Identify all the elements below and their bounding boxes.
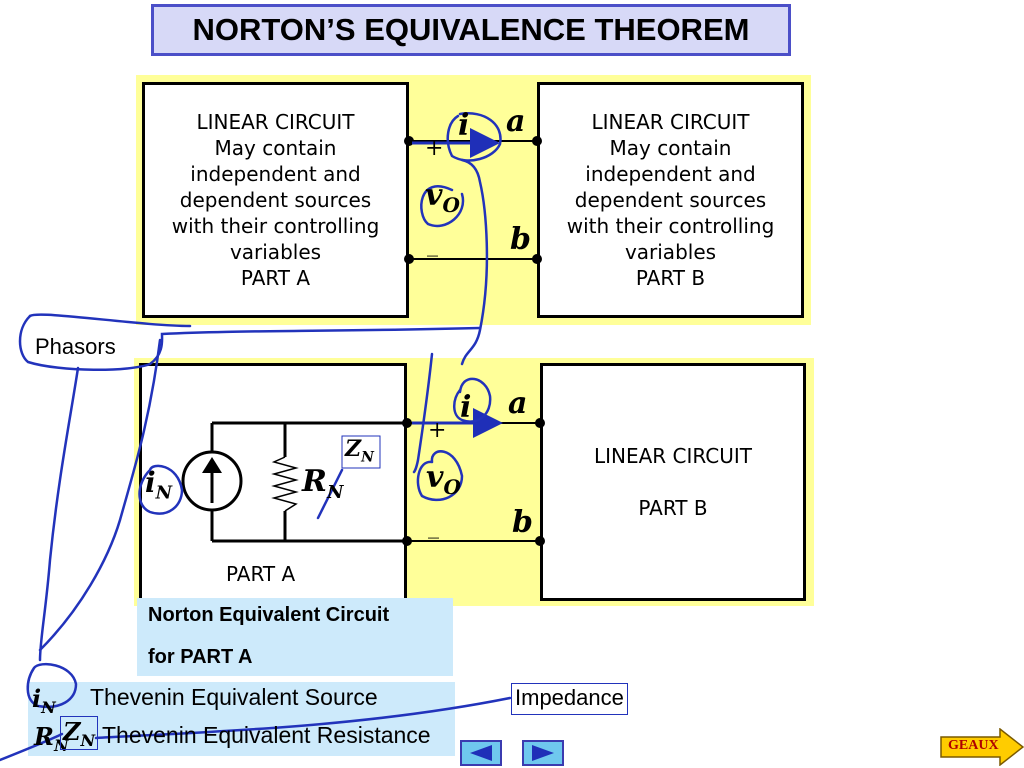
top-part-a-line: variables <box>229 240 322 264</box>
bottom-plus-sign: + <box>428 418 447 443</box>
ink-loop <box>412 352 434 474</box>
norton-resistor-subscript: N <box>326 482 344 503</box>
caption-line: for PART A <box>148 646 253 668</box>
top-part-b-line: PART B <box>635 266 706 290</box>
norton-resistor-label: RN <box>302 464 343 503</box>
legend-source-text: Thevenin Equivalent Source <box>90 684 378 710</box>
ink-line <box>0 732 64 762</box>
geaux-button[interactable]: GEAUX <box>940 728 1024 766</box>
resistor-icon <box>271 456 299 512</box>
top-node <box>404 254 414 264</box>
bottom-node <box>535 418 545 428</box>
legend-resistance-symbol: RN <box>34 722 69 755</box>
top-part-a-line: PART A <box>240 266 311 290</box>
previous-slide-button[interactable] <box>460 740 502 766</box>
bottom-terminal-a: a <box>508 386 528 421</box>
legend-source-subscript: N <box>41 697 56 717</box>
current-source-arrowhead <box>202 457 222 473</box>
ink-line <box>38 366 80 662</box>
ink-loop <box>446 112 502 162</box>
top-part-a-box: LINEAR CIRCUIT May contain independent a… <box>142 82 409 318</box>
top-terminal-a: a <box>506 104 526 139</box>
impedance-label-box <box>341 435 381 469</box>
norton-impedance-label: ZN <box>345 436 374 465</box>
bottom-part-b-line: PART B <box>638 496 708 520</box>
bottom-voltage-label: vO <box>426 460 461 499</box>
caption-line: Norton Equivalent Circuit <box>148 604 390 626</box>
norton-impedance-subscript: N <box>361 449 374 466</box>
top-terminal-b: b <box>510 222 531 257</box>
arrow-right-icon <box>940 728 1024 766</box>
bottom-part-a-label: PART A <box>226 562 296 586</box>
top-part-a-line: independent and <box>190 162 361 186</box>
bottom-current-label: i <box>460 390 472 425</box>
geaux-label: GEAUX <box>948 738 999 753</box>
ink-loop <box>453 377 492 423</box>
top-current-label: i <box>458 108 470 143</box>
title-box: NORTON’S EQUIVALENCE THEOREM <box>151 4 791 56</box>
norton-source-subscript: N <box>155 482 173 504</box>
legend-impedance-symbol: ZN <box>60 716 99 750</box>
top-node <box>532 254 542 264</box>
ink-loop <box>26 663 78 709</box>
bottom-node <box>535 536 545 546</box>
top-node <box>532 136 542 146</box>
ink-line <box>94 696 512 740</box>
ink-slash <box>316 468 344 520</box>
legend-impedance-subscript: N <box>80 730 96 750</box>
norton-source-symbol: i <box>145 466 156 499</box>
top-part-b-line: independent and <box>585 162 756 186</box>
top-part-b-box: LINEAR CIRCUIT May contain independent a… <box>537 82 804 318</box>
top-part-a-line: with their controlling <box>171 214 380 238</box>
phasors-annotation: Phasors <box>35 334 116 359</box>
bottom-terminal-b: b <box>512 505 533 540</box>
ink-loop <box>460 158 489 366</box>
top-part-a-line: LINEAR CIRCUIT <box>196 110 355 134</box>
top-plus-sign: + <box>425 136 444 161</box>
norton-resistor-symbol: R <box>302 464 327 499</box>
bottom-part-b-line: LINEAR CIRCUIT <box>593 444 753 468</box>
legend-resistance-letter: R <box>34 722 54 751</box>
bottom-part-b-box: LINEAR CIRCUIT PART B <box>540 363 806 601</box>
top-part-b-line: LINEAR CIRCUIT <box>591 110 750 134</box>
top-part-b-line: May contain <box>609 136 732 160</box>
caption-box <box>137 598 453 676</box>
top-voltage-symbol: v <box>425 178 443 213</box>
ink-loop <box>420 185 465 227</box>
norton-source-label: iN <box>145 466 172 504</box>
legend-resistance-text: Thevenin Equivalent Resistance <box>102 722 431 748</box>
top-minus-sign: _ <box>427 232 438 257</box>
top-part-a-line: May contain <box>214 136 337 160</box>
triangle-left-icon <box>470 745 492 761</box>
top-voltage-subscript: O <box>442 193 460 217</box>
legend-source-letter: i <box>32 684 42 713</box>
top-voltage-label: vO <box>425 178 460 217</box>
legend-impedance-letter: Z <box>63 717 81 746</box>
top-part-b-line: variables <box>624 240 717 264</box>
next-slide-button[interactable] <box>522 740 564 766</box>
legend-source-symbol: iN <box>32 684 56 717</box>
legend-resistance-subscript: N <box>53 735 69 755</box>
phasors-outline <box>28 313 192 328</box>
top-part-b-line: with their controlling <box>566 214 775 238</box>
ink-loop <box>138 464 184 515</box>
bottom-voltage-subscript: O <box>443 475 461 499</box>
ink-loop <box>416 450 464 502</box>
top-node <box>404 136 414 146</box>
norton-impedance-symbol: Z <box>345 436 362 462</box>
legend-box <box>28 682 455 756</box>
page-title: NORTON’S EQUIVALENCE THEOREM <box>192 12 750 47</box>
top-part-a-line: dependent sources <box>179 188 372 212</box>
top-part-b-line: dependent sources <box>574 188 767 212</box>
ink-line <box>38 338 162 652</box>
bottom-voltage-symbol: v <box>426 460 444 495</box>
impedance-annotation: Impedance <box>511 683 628 715</box>
bottom-minus-sign: _ <box>428 514 439 539</box>
triangle-right-icon <box>532 745 554 761</box>
ink-annotations <box>0 112 512 762</box>
